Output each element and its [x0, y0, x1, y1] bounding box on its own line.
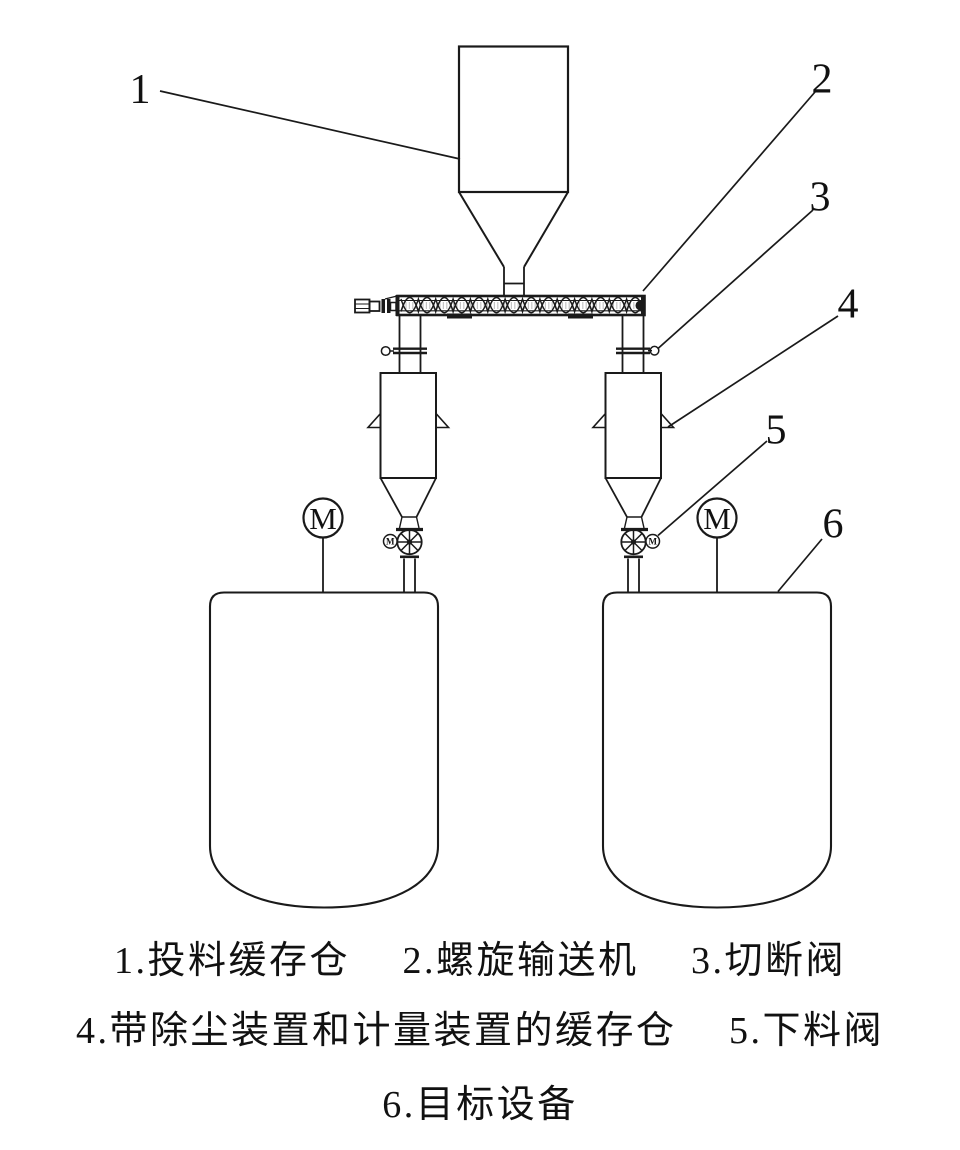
leader-6	[777, 538, 823, 593]
leader-5	[657, 440, 768, 537]
caption-line-2: 4.带除尘装置和计量装置的缓存仓 5.下料阀	[75, 1010, 884, 1052]
callout-numbers: 1 2 3 4 5 6	[130, 57, 859, 548]
support-brackets	[366, 412, 451, 429]
rotary-valve-hub	[406, 539, 413, 545]
tank-agitator-motor-right: M	[696, 497, 738, 593]
cone-neck	[398, 516, 420, 529]
screw-conveyor	[354, 294, 646, 319]
drop-pipe	[398, 315, 422, 373]
cutoff-valve-left	[380, 315, 427, 373]
conveyor-drive-motor	[354, 295, 398, 314]
mounting-tab-right	[568, 313, 593, 319]
valve-flange	[616, 347, 650, 355]
motor-label: M	[309, 501, 337, 536]
silo-body	[604, 372, 662, 479]
rotary-valve-hub	[630, 539, 637, 545]
buffer-silo-right	[591, 372, 676, 532]
feed-hopper	[457, 45, 570, 296]
coupling-disc	[387, 299, 391, 313]
cone-neck	[623, 516, 645, 529]
leader-1	[159, 90, 461, 160]
outlet-pipe	[403, 558, 416, 593]
mounting-tab-left	[447, 313, 472, 319]
motor-label: M	[703, 501, 731, 536]
callout-3: 3	[810, 175, 831, 221]
hopper-outlet-neck	[503, 267, 525, 296]
valve-handle-icon	[649, 345, 660, 356]
caption-line-1: 1.投料缓存仓 2.螺旋输送机 3.切断阀	[113, 940, 846, 982]
gusset-line	[384, 295, 398, 300]
support-brackets	[591, 412, 676, 429]
silo-cone	[604, 477, 662, 518]
callout-5: 5	[766, 408, 787, 454]
process-diagram: M M M M 1 2 3 4	[130, 45, 859, 909]
shaft-bearing-icon	[635, 300, 646, 311]
caption-line-3: 6.目标设备	[382, 1084, 578, 1126]
screw-flight-back	[400, 296, 645, 314]
motor-block	[354, 298, 371, 314]
motor-fins	[355, 303, 370, 309]
valve-handle-icon	[380, 345, 391, 357]
buffer-silo-left	[366, 372, 451, 532]
valve-flange	[393, 347, 427, 355]
leader-2	[642, 91, 816, 292]
leader-3	[657, 209, 814, 350]
silo-cone	[379, 477, 437, 518]
silo-body	[379, 372, 437, 479]
callout-2: 2	[812, 57, 833, 103]
cutoff-valve-right	[616, 315, 660, 373]
callout-4: 4	[838, 282, 859, 328]
leader-4	[667, 315, 839, 428]
conveyor-end-plate-left	[395, 295, 400, 316]
coupling-disc	[381, 299, 385, 313]
callout-6: 6	[823, 502, 844, 548]
tank-agitator-motor-left: M	[302, 497, 344, 593]
outlet-pipe	[627, 558, 640, 593]
hopper-body	[457, 45, 570, 194]
callout-1: 1	[130, 67, 151, 113]
drop-pipe	[621, 315, 645, 373]
discharge-valve-left: M	[382, 528, 423, 593]
valve-motor-label: M	[648, 536, 657, 546]
valve-motor-label: M	[386, 536, 395, 546]
target-tank-left	[208, 591, 440, 909]
hopper-cone	[458, 191, 569, 268]
target-tank-right	[601, 591, 833, 909]
discharge-valve-right: M	[620, 528, 661, 593]
callout-leaders	[159, 90, 839, 593]
gearbox	[368, 300, 381, 312]
trough-rim-lines	[398, 299, 644, 312]
coupling-hub	[389, 301, 397, 312]
